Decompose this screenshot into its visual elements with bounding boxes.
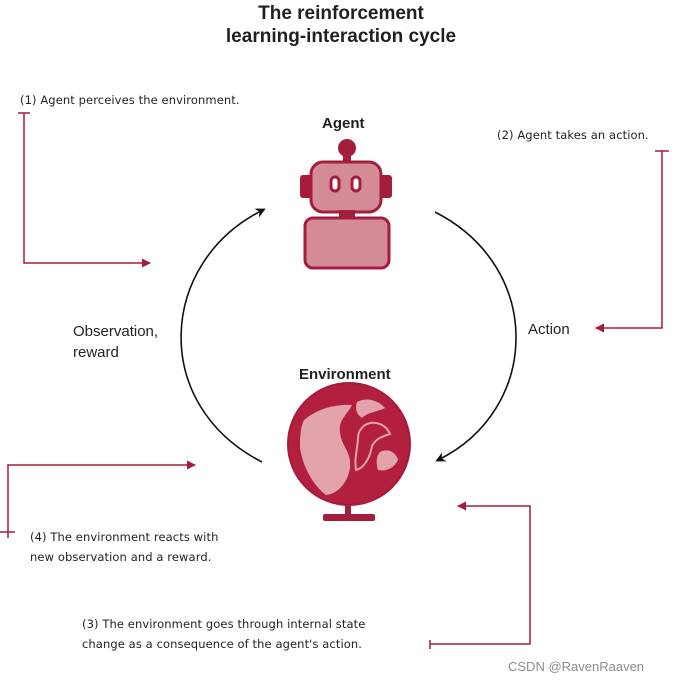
title-line-1: The reinforcement bbox=[258, 3, 424, 24]
step3-note: (3) The environment goes through interna… bbox=[82, 614, 365, 654]
step4-note-line-1: (4) The environment reacts with bbox=[30, 530, 219, 544]
step4-note-line-2: new observation and a reward. bbox=[30, 550, 212, 564]
step3-connector bbox=[429, 506, 531, 649]
step4-connector bbox=[0, 465, 195, 538]
environment-label: Environment bbox=[299, 366, 391, 383]
action-label: Action bbox=[528, 321, 570, 338]
agent-label: Agent bbox=[322, 115, 365, 132]
step3-note-line-2: change as a consequence of the agent's a… bbox=[82, 637, 363, 651]
step1-connector bbox=[18, 112, 150, 263]
step2-note: (2) Agent takes an action. bbox=[497, 128, 649, 142]
title-line-2: learning-interaction cycle bbox=[225, 26, 457, 47]
step2-connector bbox=[596, 150, 669, 328]
observation-label-line-1: Observation, bbox=[73, 323, 159, 340]
diagram-title: The reinforcement learning-interaction c… bbox=[0, 2, 682, 48]
observation-reward-label: Observation, reward bbox=[73, 321, 158, 363]
step4-note: (4) The environment reacts with new obse… bbox=[30, 527, 218, 567]
step3-note-line-1: (3) The environment goes through interna… bbox=[82, 617, 366, 631]
action-arrow bbox=[434, 211, 517, 462]
observation-reward-arrow bbox=[180, 208, 266, 463]
robot-icon bbox=[300, 139, 392, 270]
watermark: CSDN @RavenRaaven bbox=[508, 659, 645, 674]
globe-icon bbox=[287, 382, 411, 521]
step1-note: (1) Agent perceives the environment. bbox=[20, 93, 240, 107]
observation-label-line-2: reward bbox=[73, 344, 119, 361]
